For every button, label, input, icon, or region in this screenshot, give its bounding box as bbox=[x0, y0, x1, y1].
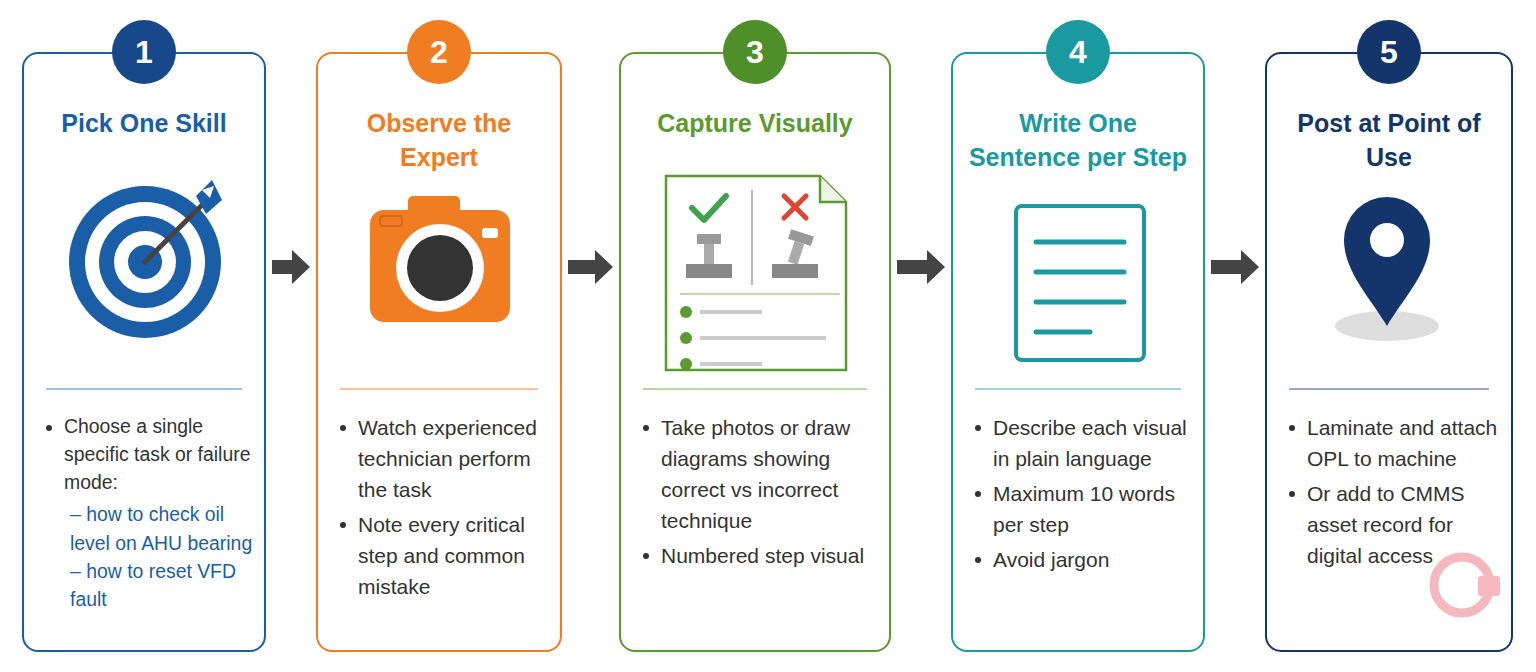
bullet-dot bbox=[1289, 425, 1295, 431]
flow-arrow bbox=[1211, 250, 1259, 284]
step-title: Observe the Expert bbox=[326, 106, 552, 174]
location-pin-icon bbox=[1335, 197, 1439, 341]
bullet-dot bbox=[46, 425, 52, 431]
step-title: Pick One Skill bbox=[32, 106, 256, 140]
sub-item: – how to reset VFD fault bbox=[42, 557, 254, 613]
step-panel: 4Write One Sentence per StepDescribe eac… bbox=[951, 52, 1205, 652]
divider-line bbox=[643, 388, 867, 390]
step-title: Post at Point of Use bbox=[1275, 106, 1503, 174]
bullet-text: Avoid jargon bbox=[971, 544, 1193, 575]
bullet-text: Numbered step visual bbox=[639, 540, 879, 571]
step-number: 5 bbox=[1357, 20, 1421, 84]
step-panel: 1Pick One SkillChoose a single specific … bbox=[22, 52, 266, 652]
divider-line bbox=[1289, 388, 1489, 390]
step-number: 2 bbox=[407, 20, 471, 84]
step-panel: 3Capture VisuallyTake photos or draw dia… bbox=[619, 52, 891, 652]
text-document-icon bbox=[1016, 206, 1144, 360]
bullet-dot bbox=[1289, 491, 1295, 497]
bullet-dot bbox=[340, 425, 346, 431]
flow-arrow bbox=[897, 250, 945, 284]
step-number: 1 bbox=[112, 20, 176, 84]
bullet-text: Take photos or draw diagrams showing cor… bbox=[639, 412, 879, 536]
bullet-dot bbox=[975, 425, 981, 431]
bullet-dot bbox=[643, 553, 649, 559]
bullet-dot bbox=[975, 557, 981, 563]
flow-arrow bbox=[568, 250, 613, 284]
bullet-text: Maximum 10 words per step bbox=[971, 478, 1193, 540]
divider-line bbox=[46, 388, 242, 390]
camera-icon bbox=[370, 196, 510, 322]
bullet-list: Describe each visual in plain languageMa… bbox=[971, 412, 1193, 579]
bullet-dot bbox=[975, 491, 981, 497]
bullet-list: Watch experienced technician perform the… bbox=[336, 412, 550, 606]
watermark-logo bbox=[1434, 557, 1500, 613]
target-icon bbox=[69, 180, 222, 338]
bullet-text: Or add to CMMS asset record for digital … bbox=[1285, 478, 1501, 571]
step-panel: 2Observe the ExpertWatch experienced tec… bbox=[316, 52, 562, 652]
bullet-list: Take photos or draw diagrams showing cor… bbox=[639, 412, 879, 575]
sub-item: – how to check oil level on AHU bearing bbox=[42, 500, 254, 556]
bullet-dot bbox=[340, 522, 346, 528]
divider-line bbox=[340, 388, 538, 390]
bullet-text: Laminate and attach OPL to machine bbox=[1285, 412, 1501, 474]
bullet-text: Note every critical step and common mist… bbox=[336, 509, 550, 602]
step-number: 4 bbox=[1046, 20, 1110, 84]
bullet-list: Laminate and attach OPL to machineOr add… bbox=[1285, 412, 1501, 575]
bullet-text: Choose a single specific task or failure… bbox=[42, 412, 254, 496]
document-icon bbox=[666, 176, 846, 370]
bullet-dot bbox=[643, 425, 649, 431]
bullet-text: Describe each visual in plain language bbox=[971, 412, 1193, 474]
divider-line bbox=[975, 388, 1181, 390]
step-title: Capture Visually bbox=[629, 106, 881, 140]
step-number: 3 bbox=[723, 20, 787, 84]
bullet-list: Choose a single specific task or failure… bbox=[42, 412, 254, 613]
step-title: Write One Sentence per Step bbox=[961, 106, 1195, 174]
step-panel: 5Post at Point of UseLaminate and attach… bbox=[1265, 52, 1513, 652]
flow-arrow bbox=[272, 250, 310, 284]
bullet-text: Watch experienced technician perform the… bbox=[336, 412, 550, 505]
